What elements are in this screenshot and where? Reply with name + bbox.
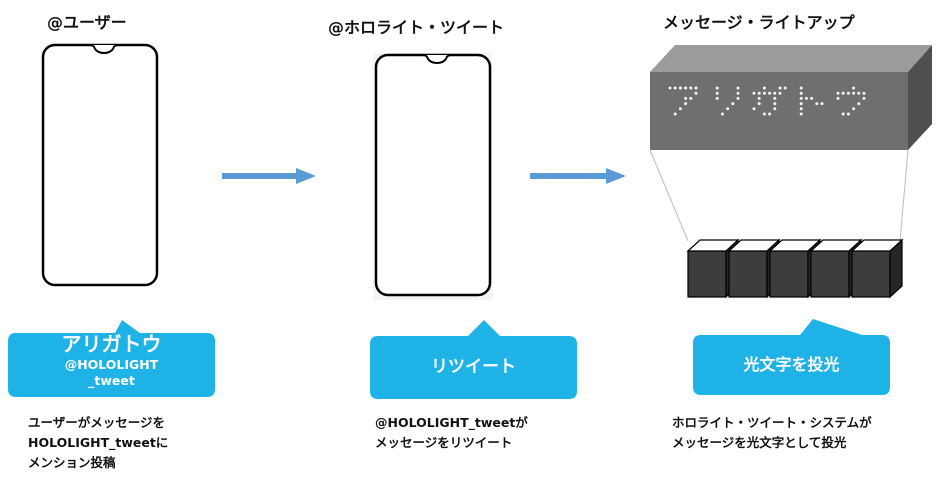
smartphone-2-icon: [373, 53, 492, 300]
projector-blocks: [686, 238, 904, 299]
sign-dot: [752, 107, 756, 111]
projection-line-left: [649, 149, 689, 242]
caption-line: HOLOLIGHT_tweetに: [28, 435, 169, 450]
sign-dot: [689, 86, 693, 90]
sign-dot: [720, 112, 724, 116]
sign-dot: [810, 96, 814, 100]
sign-dot: [757, 102, 761, 106]
sign-dot: [731, 102, 735, 106]
bubble-2-text: リツイート: [431, 357, 516, 377]
sign-dot: [762, 91, 766, 95]
sign-dot: [694, 91, 698, 95]
sign-dot: [678, 107, 682, 111]
caption-line: ホロライト・ツイート・システムが: [672, 415, 872, 430]
sign-dot: [773, 107, 777, 111]
sign-dot: [778, 91, 782, 95]
sign-dot: [841, 112, 845, 116]
panel-1-caption: ユーザーがメッセージを HOLOLIGHT_tweetに メンション投稿: [28, 413, 168, 473]
sign-dot: [752, 91, 756, 95]
sign-dot: [846, 112, 850, 116]
sign-dot: [684, 102, 688, 106]
bubble-3-text: 光文字を投光: [743, 355, 840, 374]
sign-dot: [768, 91, 772, 95]
sign-dot: [862, 96, 866, 100]
sign-dot: [820, 102, 824, 106]
sign-dot: [736, 96, 740, 100]
sign-dot: [852, 86, 856, 90]
sign-dot: [773, 96, 777, 100]
sign-dot: [799, 96, 803, 100]
sign-dot: [836, 91, 840, 95]
sign-dot: [762, 86, 766, 90]
panel-2-caption: @HOLOLIGHT_tweetが メッセージをリツイート: [375, 413, 528, 453]
light-sign: [650, 45, 932, 150]
sign-dot: [736, 86, 740, 90]
sign-dot: [852, 107, 856, 111]
bubble-1-main-text: アリガトウ: [61, 332, 162, 356]
sign-dot: [799, 86, 803, 90]
sign-dot: [836, 96, 840, 100]
speech-bubble-3: [693, 319, 890, 395]
sign-dot: [841, 91, 845, 95]
sign-dot: [684, 96, 688, 100]
arrow-right-icon: [222, 168, 316, 184]
sign-dot: [673, 112, 677, 116]
sign-dot: [799, 91, 803, 95]
caption-line: ユーザーがメッセージを: [28, 415, 166, 430]
panel-3-title: メッセージ・ライトアップ: [663, 13, 855, 32]
sign-dot: [799, 102, 803, 106]
panel-3-caption: ホロライト・ツイート・システムが メッセージを光文字として投光: [672, 413, 872, 453]
sign-dot: [757, 91, 761, 95]
sign-dot: [762, 112, 766, 116]
sign-dot: [757, 96, 761, 100]
projection-line-right: [899, 149, 909, 242]
sign-dot: [715, 91, 719, 95]
panel-2-title: @ホロライト・ツイート: [328, 18, 505, 37]
sign-dot: [799, 112, 803, 116]
panel-1-title: @ユーザー: [47, 13, 127, 32]
caption-line: @HOLOLIGHT_tweetが: [375, 415, 528, 430]
sign-dot: [715, 86, 719, 90]
sign-dot: [726, 107, 730, 111]
sign-dot: [684, 86, 688, 90]
sign-dot: [852, 91, 856, 95]
bubble-1-mention-line1: @HOLOLIGHT: [64, 357, 159, 372]
sign-dot: [768, 112, 772, 116]
sign-dot: [799, 107, 803, 111]
sign-dot: [857, 91, 861, 95]
sign-dot-text: [668, 86, 866, 116]
caption-line: メッセージを光文字として投光: [672, 435, 847, 450]
sign-dot: [857, 102, 861, 106]
speech-bubble-1: [8, 320, 215, 397]
sign-dot: [846, 91, 850, 95]
sign-dot: [689, 96, 693, 100]
sign-dot: [668, 86, 672, 90]
sign-dot: [778, 86, 782, 90]
sign-dot: [862, 91, 866, 95]
arrow-right-icon: [530, 168, 626, 184]
sign-dot: [678, 86, 682, 90]
light-block: [850, 238, 904, 299]
light-block: [768, 238, 822, 299]
sign-dot: [773, 91, 777, 95]
bubble-1-mention-line2: _tweet: [88, 373, 135, 388]
light-block: [809, 238, 863, 299]
sign-dot: [815, 102, 819, 106]
sign-dot: [715, 96, 719, 100]
caption-line: メッセージをリツイート: [375, 435, 513, 450]
sign-dot: [783, 86, 787, 90]
sign-dot: [773, 102, 777, 106]
caption-line: メンション投稿: [28, 455, 116, 470]
sign-dot: [736, 91, 740, 95]
sign-dot: [673, 86, 677, 90]
smartphone-1-icon: [41, 43, 159, 287]
sign-dot: [804, 96, 808, 100]
sign-dot: [694, 86, 698, 90]
speech-bubble-2: [370, 320, 577, 399]
